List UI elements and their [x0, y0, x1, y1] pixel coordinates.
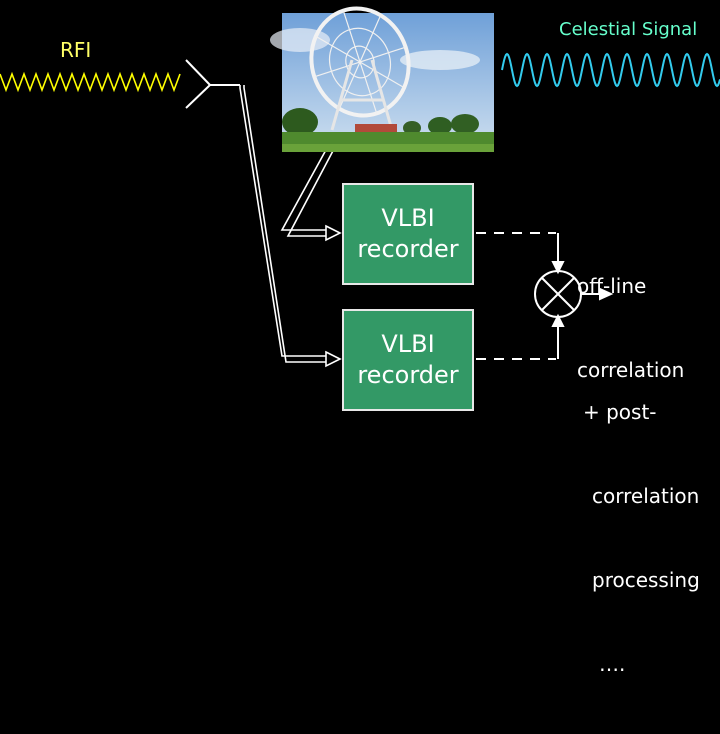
diagram-canvas: RFI Celestial Signal VLBI recorder VLBI … — [0, 6, 720, 676]
post-line3: processing — [592, 568, 700, 592]
celestial-signal-wave — [501, 52, 720, 88]
recorder-2-line2: recorder — [357, 361, 459, 389]
offline-correlation-note: off-line correlation — [577, 216, 684, 440]
rfi-label: RFI — [60, 38, 92, 62]
vlbi-recorder-2: VLBI recorder — [342, 309, 474, 411]
offline-line2: correlation — [577, 358, 685, 382]
recorder-output-lines — [476, 232, 565, 360]
rfi-wave — [0, 71, 181, 93]
diagram-lines — [0, 6, 720, 368]
correlator-icon — [534, 270, 614, 318]
celestial-signal-label: Celestial Signal — [559, 19, 698, 40]
rfi-signal-path — [239, 85, 342, 368]
antenna-icon — [185, 59, 240, 109]
post-line2: correlation — [592, 484, 700, 508]
offline-line1: off-line — [577, 274, 647, 298]
post-correlation-note: + post- correlation processing …. — [583, 342, 700, 734]
vlbi-recorder-1: VLBI recorder — [342, 183, 474, 285]
recorder-1-line2: recorder — [357, 235, 459, 263]
radio-telescope-photo — [270, 6, 494, 152]
post-line1: + post- — [583, 400, 657, 424]
recorder-2-line1: VLBI — [381, 330, 435, 358]
post-line4: …. — [599, 652, 626, 676]
telescope-signal-path — [280, 127, 345, 242]
recorder-1-line1: VLBI — [381, 204, 435, 232]
